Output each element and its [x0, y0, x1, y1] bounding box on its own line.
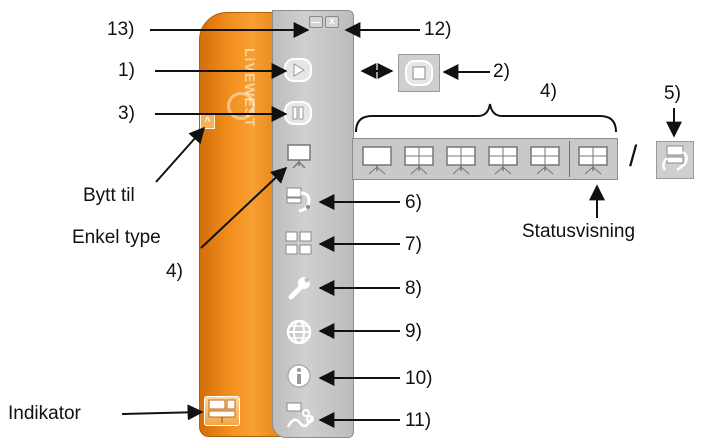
- camera-projector-icon: [286, 187, 311, 213]
- label-switch-type-1: Bytt til: [83, 185, 135, 206]
- label-4-left: 4): [166, 261, 183, 282]
- camera-projector-button[interactable]: [284, 186, 314, 214]
- stop-icon: [405, 60, 433, 86]
- label-11: 11): [405, 410, 432, 431]
- network-scissors-icon: [286, 402, 314, 428]
- layout-quad-icon[interactable]: [401, 145, 437, 175]
- play-button[interactable]: [283, 56, 313, 84]
- multi-screen-icon: [285, 231, 312, 255]
- label-1: 1): [118, 60, 135, 81]
- label-10: 10): [405, 368, 433, 389]
- info-button[interactable]: [284, 362, 314, 390]
- disconnect-button[interactable]: [284, 402, 314, 430]
- label-indicator: Indikator: [8, 403, 81, 424]
- label-6: 6): [405, 192, 422, 213]
- pause-button[interactable]: [283, 99, 313, 127]
- play-icon: [284, 58, 312, 82]
- minimize-button[interactable]: —: [309, 16, 323, 28]
- strip-divider: [569, 141, 570, 177]
- label-9: 9): [405, 321, 422, 342]
- label-3: 3): [118, 103, 135, 124]
- label-status-view: Statusvisning: [522, 221, 636, 242]
- label-4-top: 4): [540, 81, 557, 102]
- layout-single-icon[interactable]: [359, 145, 395, 175]
- label-7: 7): [405, 234, 422, 255]
- display-layout-icon: [287, 144, 311, 169]
- brand-swirl-icon: [227, 92, 255, 120]
- settings-button[interactable]: [284, 274, 314, 302]
- label-12: 12): [424, 19, 452, 40]
- network-button[interactable]: [284, 318, 314, 346]
- slash-separator: /: [629, 140, 638, 173]
- layout-quad-2-icon[interactable]: [443, 145, 479, 175]
- label-8: 8): [405, 278, 422, 299]
- display-layout-button[interactable]: [284, 142, 314, 170]
- label-switch-type-2: Enkel type: [72, 227, 161, 248]
- close-icon: x: [329, 16, 335, 27]
- label-13: 13): [107, 19, 135, 40]
- info-icon: [287, 364, 311, 388]
- swap-display-button[interactable]: [656, 141, 694, 179]
- layout-strip: [352, 138, 618, 180]
- indicator-icon: [204, 396, 240, 426]
- toggle-simple-type-button[interactable]: ^: [200, 114, 215, 129]
- chevron-up-icon: ^: [204, 115, 211, 127]
- multi-screen-button[interactable]: [284, 230, 314, 258]
- layout-quad-3-icon[interactable]: [485, 145, 521, 175]
- stop-button[interactable]: [398, 54, 440, 92]
- wrench-icon: [288, 277, 310, 300]
- label-5: 5): [664, 83, 681, 104]
- label-2: 2): [493, 61, 510, 82]
- globe-icon: [286, 319, 312, 345]
- swap-display-icon: [662, 145, 688, 171]
- pause-icon: [284, 101, 312, 125]
- close-button[interactable]: x: [325, 16, 339, 28]
- layout-status-icon[interactable]: [575, 145, 611, 175]
- layout-quad-4-icon[interactable]: [527, 145, 563, 175]
- minimize-icon: —: [311, 16, 321, 27]
